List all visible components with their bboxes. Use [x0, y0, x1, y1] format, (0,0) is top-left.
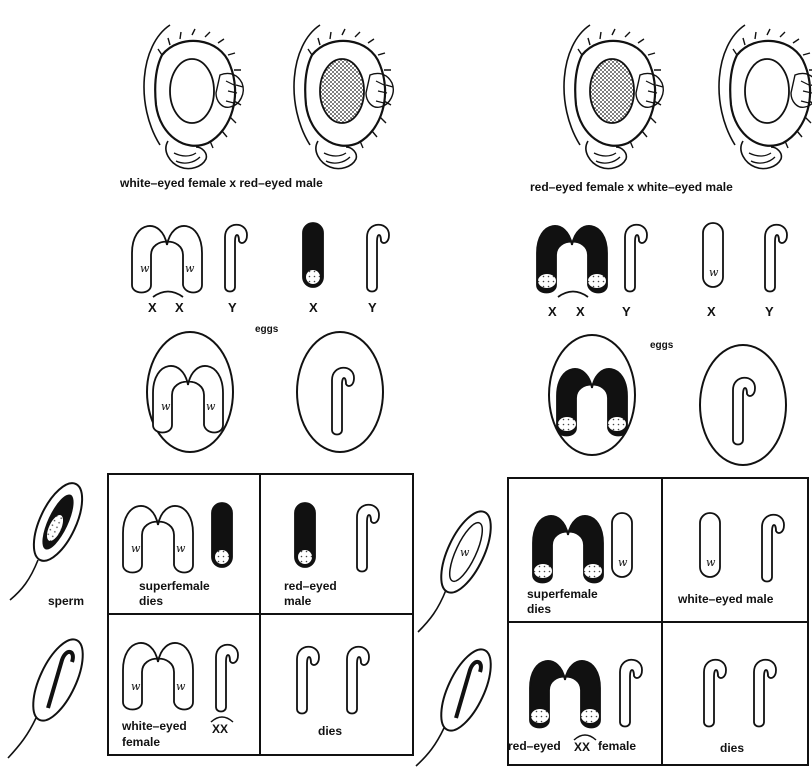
cell-x-red-chromosome [295, 503, 315, 567]
cell-bl-line1: white–eyed [121, 719, 187, 733]
w-allele-label: w [206, 400, 216, 413]
cell-br-label: dies [720, 741, 744, 755]
cell-bl-line3: female [122, 735, 160, 749]
w-allele-label: w [161, 400, 171, 413]
cell-bl-xx: XX [574, 740, 590, 754]
cell-br-label: dies [318, 724, 342, 738]
cell-xx-chromosomes [530, 661, 600, 728]
cell-tl-line1: superfemale [527, 587, 598, 601]
w-allele-label: w [131, 680, 141, 693]
cell-bl-line3: female [598, 739, 636, 753]
left-female-xx-chromosomes [132, 226, 202, 293]
w-allele-label: w [618, 556, 628, 569]
w-allele-label: w [709, 266, 719, 279]
cell-y-chromosome [347, 647, 369, 714]
chrom-label-x: X [148, 300, 157, 315]
chrom-label-y: Y [228, 300, 237, 315]
cell-y-chromosome [297, 647, 319, 714]
right-eggs-label: eggs [650, 340, 674, 351]
cell-y-chromosome [620, 660, 642, 727]
chrom-label-x: X [309, 300, 318, 315]
cell-tr-line2: male [284, 594, 312, 608]
chrom-label-x: X [548, 304, 557, 319]
sperm-y [8, 633, 93, 758]
right-female-xx-chromosomes [537, 226, 607, 293]
attached-x-arc [558, 292, 588, 298]
chrom-label-x: X [707, 304, 716, 319]
sperm-y [416, 643, 501, 766]
right-panel: red–eyed female x white–eyed male w X X … [416, 25, 812, 766]
egg-y-chromosome [332, 368, 354, 435]
cell-xx-chromosomes [533, 516, 603, 583]
fly-white-eyed-male [719, 25, 812, 169]
cell-y-chromosome [216, 645, 238, 712]
attached-x-arc [153, 292, 183, 298]
fly-white-eyed-female [144, 25, 243, 169]
cell-tl-line1: superfemale [139, 579, 210, 593]
chrom-label-x: X [175, 300, 184, 315]
cell-bl-xx: XX [212, 722, 228, 736]
left-cross-label: white–eyed female x red–eyed male [119, 176, 323, 190]
left-male-y-chromosome [367, 225, 389, 292]
w-allele-label: w [176, 680, 186, 693]
chrom-label-y: Y [765, 304, 774, 319]
cell-y-chromosome [357, 505, 379, 572]
left-female-y-chromosome [225, 225, 247, 292]
w-allele-label: w [176, 542, 186, 555]
w-allele-label: w [706, 556, 716, 569]
sperm-x-white: w [418, 505, 501, 632]
fly-red-eyed-female [564, 25, 663, 169]
left-male-x-chromosome [303, 223, 323, 287]
cell-tl-line2: dies [527, 602, 551, 616]
cell-x-red-chromosome [212, 503, 232, 567]
right-female-y-chromosome [625, 225, 647, 292]
sperm-label: sperm [48, 594, 84, 608]
cell-y-chromosome [762, 515, 784, 582]
w-allele-label: w [185, 262, 195, 275]
cell-tl-line2: dies [139, 594, 163, 608]
left-panel: white–eyed female x red–eyed male w w X … [8, 25, 413, 758]
left-eggs-label: eggs [255, 324, 279, 335]
w-allele-label: w [140, 262, 150, 275]
cell-tr-line1: red–eyed [284, 579, 337, 593]
chrom-label-y: Y [622, 304, 631, 319]
w-allele-label: w [131, 542, 141, 555]
sperm-x-red [10, 476, 92, 600]
egg-y-chromosome [733, 378, 755, 445]
chrom-label-y: Y [368, 300, 377, 315]
cell-xx-chromosomes [123, 643, 193, 710]
chrom-label-x: X [576, 304, 585, 319]
right-male-y-chromosome [765, 225, 787, 292]
fly-red-eyed-male [294, 25, 393, 169]
cell-y-chromosome [754, 660, 776, 727]
right-cross-label: red–eyed female x white–eyed male [530, 180, 733, 194]
cell-xx-chromosomes [123, 506, 193, 573]
cell-y-chromosome [704, 660, 726, 727]
w-allele-label: w [460, 546, 470, 559]
cell-tr-label: white–eyed male [677, 592, 774, 606]
egg-xx-chromosomes [557, 369, 627, 436]
cell-bl-line1: red–eyed [508, 739, 561, 753]
